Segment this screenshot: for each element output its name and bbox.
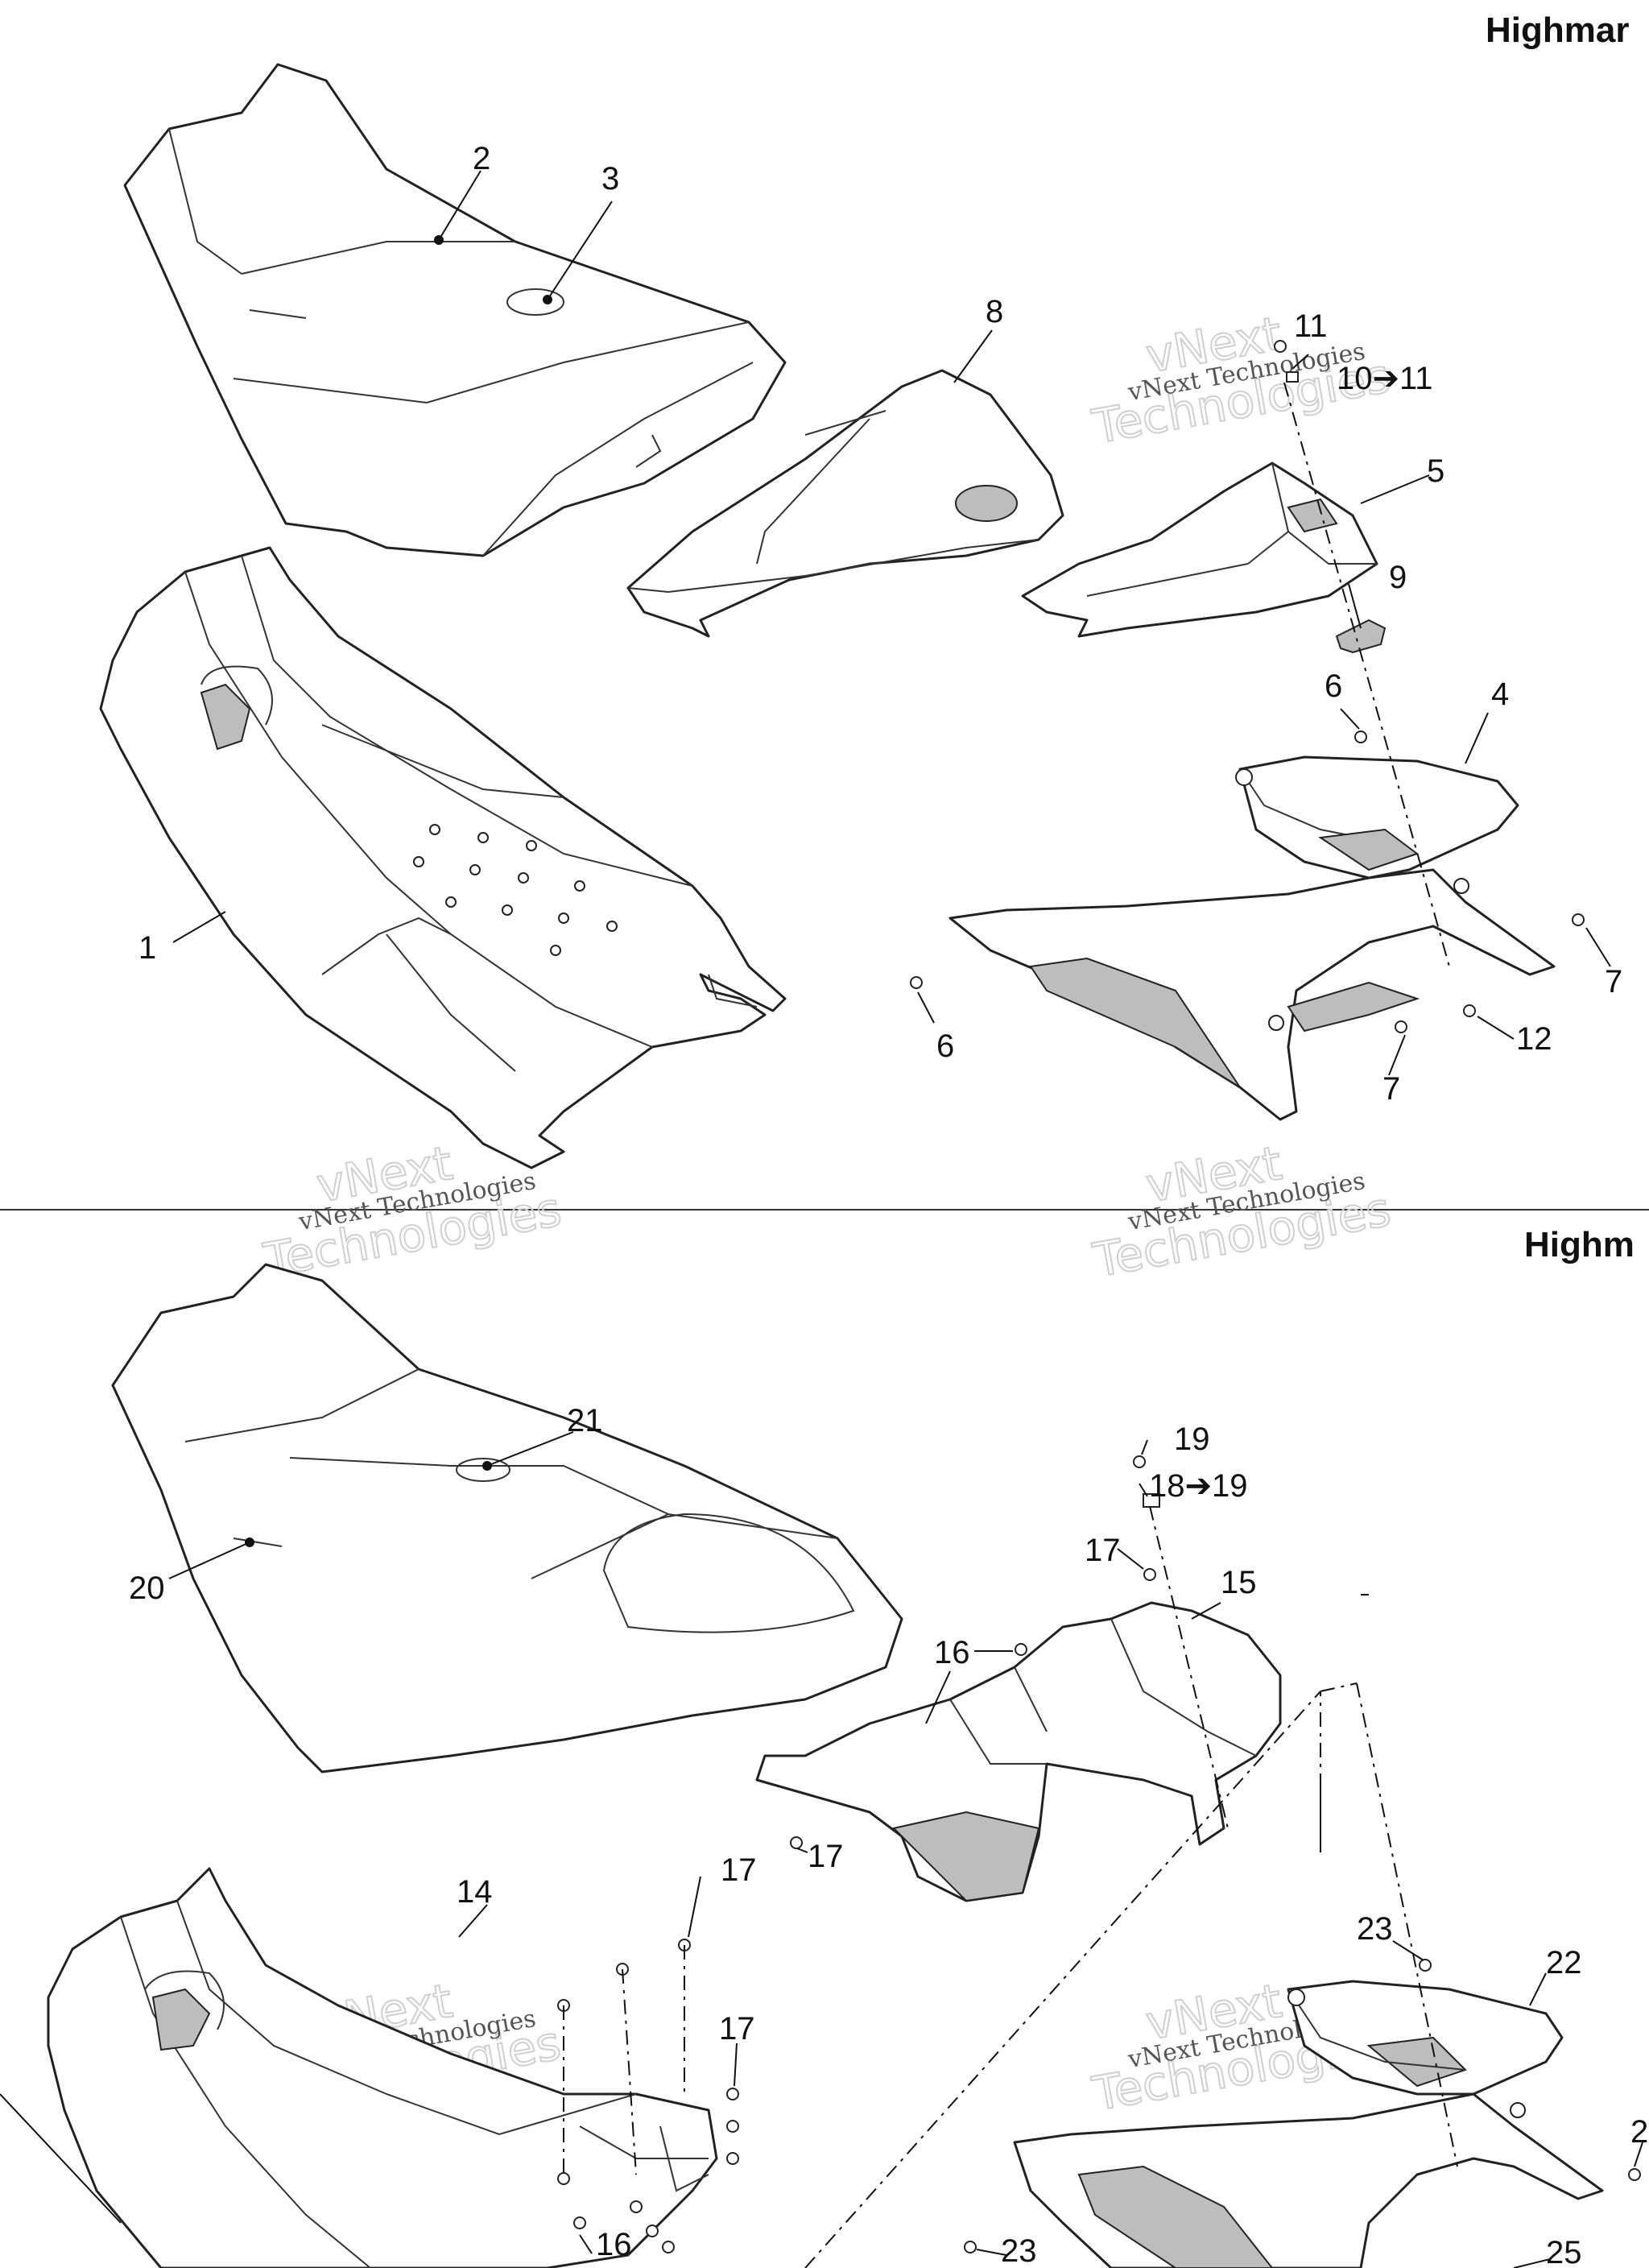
callout-23-top: 23 [1357, 1911, 1393, 1947]
callout-25: 25 [1546, 2235, 1582, 2268]
latch-part [1335, 619, 1387, 654]
callout-2-edge: 2 [1630, 2114, 1648, 2150]
callout-17-left: 17 [808, 1839, 844, 1874]
callout-7-right: 7 [1605, 964, 1622, 999]
callout-23-bottom: 23 [1001, 2233, 1037, 2268]
callout-17-top: 17 [1085, 1533, 1121, 1568]
callout-18: 18➔19 [1149, 1468, 1248, 1504]
seat-part-alt [111, 1263, 903, 1773]
fastener-alt [557, 1455, 1641, 2254]
section-header-top: Highmar [1486, 10, 1629, 50]
callout-19: 19 [1174, 1422, 1210, 1457]
callout-11: 11 [1294, 308, 1328, 344]
bumper-part-alt [1013, 1980, 1604, 2268]
callout-21: 21 [567, 1403, 603, 1438]
callout-15: 15 [1221, 1565, 1257, 1600]
callout-16-bottom: 16 [596, 2227, 632, 2262]
callout-10: 10➔11 [1337, 361, 1433, 396]
callout-12: 12 [1516, 1021, 1552, 1057]
seat-part [123, 63, 787, 557]
callout-5: 5 [1427, 453, 1444, 489]
callout-9: 9 [1389, 560, 1407, 595]
callout-3: 3 [601, 161, 619, 197]
callout-4: 4 [1491, 677, 1509, 712]
callout-22: 22 [1546, 1945, 1582, 1980]
watermark: vNext Technologies vNext Technologies [1088, 1135, 1395, 1289]
mounting-holes [413, 824, 618, 956]
section-header-bottom: Highm [1524, 1225, 1635, 1264]
rear-structure-part [755, 1601, 1282, 1902]
seat-base-part [99, 546, 787, 1169]
rear-panel-part [1021, 461, 1378, 638]
callout-6-top: 6 [1325, 668, 1342, 704]
callout-1: 1 [138, 930, 156, 966]
callout-7-bottom: 7 [1382, 1071, 1400, 1107]
fastener [910, 340, 1585, 1033]
callout-2: 2 [473, 141, 490, 176]
callout-8: 8 [986, 294, 1003, 329]
callout-6-bottom: 6 [936, 1028, 954, 1064]
callout-16-top: 16 [934, 1635, 970, 1670]
callout-14: 14 [457, 1874, 493, 1910]
seat-base-part-alt [47, 1867, 718, 2268]
storage-cover-part [626, 369, 1064, 638]
callout-17-bottom: 17 [719, 2011, 755, 2047]
callout-17-mid: 17 [721, 1852, 757, 1888]
callout-20: 20 [129, 1571, 165, 1606]
bumper-part [948, 755, 1556, 1121]
